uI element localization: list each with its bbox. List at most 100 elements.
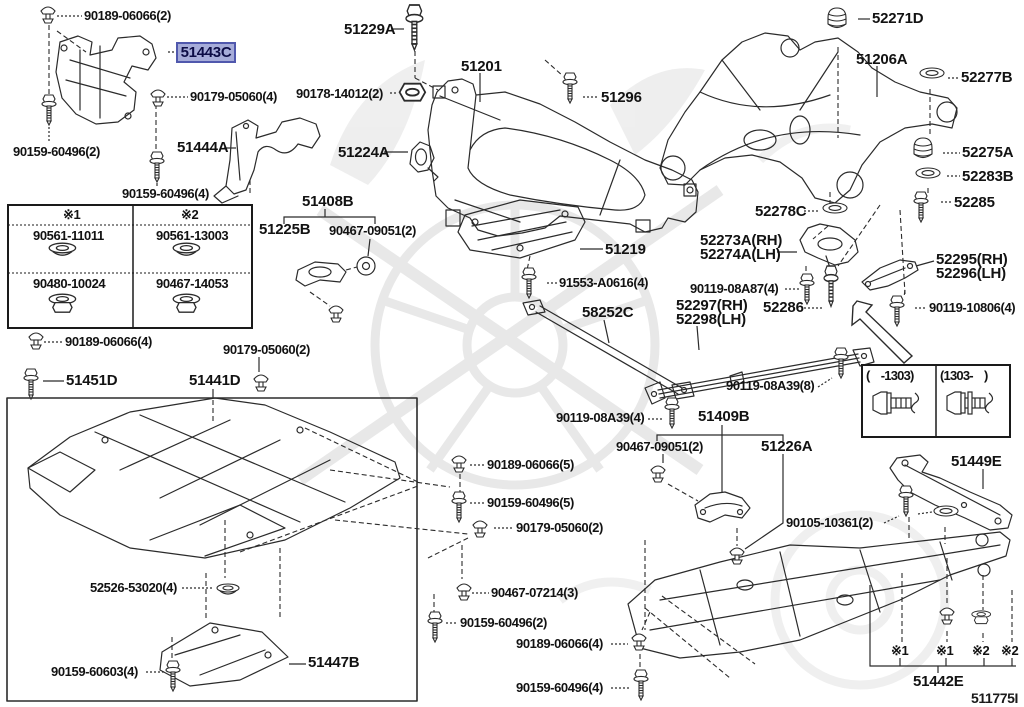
part-label-90467-09051[interactable]: 90467-09051(2): [616, 439, 703, 454]
part-label-52283b[interactable]: 52283B: [962, 168, 1014, 185]
part-label-51447b[interactable]: 51447B: [308, 654, 360, 671]
fitting-table-part[interactable]: 90480-10024: [33, 276, 106, 291]
part-label-91553-a0616[interactable]: 91553-A0616(4): [559, 275, 649, 290]
part-label-52278c[interactable]: 52278C: [755, 203, 807, 220]
part-label-51441d[interactable]: 51441D: [189, 372, 241, 389]
part-label-90105-10361[interactable]: 90105-10361(2): [786, 515, 873, 530]
bolt-icon: [833, 347, 849, 379]
footnote-ref-2: ※2: [1001, 643, 1019, 658]
bolt-icon: [633, 669, 649, 701]
part-label-52295-rh[interactable]: 52295(RH): [936, 251, 1008, 268]
part-label-90179-05060[interactable]: 90179-05060(2): [223, 342, 310, 357]
bolt-icon: [165, 660, 181, 692]
part-51447b[interactable]: [159, 622, 289, 687]
part-51443c[interactable]: [55, 35, 157, 125]
part-label-90119-08a39[interactable]: 90119-08A39(8): [726, 378, 815, 393]
part-51444a[interactable]: [213, 117, 321, 204]
part-51219[interactable]: [457, 199, 586, 259]
clip-icon: [472, 520, 488, 538]
part-label-90189-06066[interactable]: 90189-06066(5): [487, 457, 574, 472]
part-label-51225b[interactable]: 51225B: [259, 221, 311, 238]
part-label-52277b[interactable]: 52277B: [961, 69, 1013, 86]
part-51441d[interactable]: [6, 397, 418, 702]
part-label-52271d[interactable]: 52271D: [872, 10, 924, 27]
selected-part-label[interactable]: 51443C: [176, 42, 236, 63]
bolt-icon: [23, 368, 39, 400]
stud-bolt-icon: [405, 4, 424, 51]
fitting-table-part[interactable]: 90561-13003: [156, 228, 229, 243]
fitting-table-part[interactable]: 90561-11011: [33, 228, 104, 243]
bolt-icon: [41, 94, 57, 126]
part-58252c[interactable]: [522, 299, 695, 400]
part-label-90159-60603[interactable]: 90159-60603(4): [51, 664, 138, 679]
part-51201[interactable]: [427, 78, 699, 237]
part-51409b[interactable]: [694, 491, 751, 523]
part-52273a[interactable]: [799, 223, 859, 269]
clip-icon: [650, 465, 666, 483]
part-label-90119-08a87[interactable]: 90119-08A87(4): [690, 281, 779, 296]
part-label-52273a-rh[interactable]: 52273A(RH): [700, 232, 783, 249]
part-label-90178-14012[interactable]: 90178-14012(2): [296, 86, 383, 101]
fitting-table-header-2: ※2: [181, 207, 199, 222]
part-51442e[interactable]: [627, 531, 1011, 659]
bolt-table-grid: [861, 364, 1011, 438]
part-label-52297-rh[interactable]: 52297(RH): [676, 297, 748, 314]
part-label-90159-60496[interactable]: 90159-60496(2): [460, 615, 547, 630]
part-label-52274a-lh[interactable]: 52274A(LH): [700, 246, 781, 263]
part-label-51226a[interactable]: 51226A: [761, 438, 813, 455]
watermark-logo: [296, 60, 950, 690]
projection-lines: [48, 25, 1013, 679]
part-label-51201[interactable]: 51201: [461, 58, 502, 75]
bolt-icon: [427, 611, 443, 643]
grommet-icon: [356, 256, 376, 276]
part-51206a[interactable]: [659, 32, 958, 204]
part-label-52286[interactable]: 52286: [763, 299, 804, 316]
part-label-51219[interactable]: 51219: [605, 241, 646, 258]
part-label-51206a[interactable]: 51206A: [856, 51, 908, 68]
part-label-51296[interactable]: 51296: [601, 89, 642, 106]
part-label-90159-60496[interactable]: 90159-60496(4): [516, 680, 603, 695]
part-label-51442e[interactable]: 51442E: [913, 673, 964, 690]
part-label-90189-06066[interactable]: 90189-06066(4): [65, 334, 152, 349]
part-label-52526-53020[interactable]: 52526-53020(4): [90, 580, 177, 595]
part-label-52298-lh[interactable]: 52298(LH): [676, 311, 746, 328]
grommet-icon: [172, 242, 201, 256]
part-label-51444a[interactable]: 51444A: [177, 139, 229, 156]
part-label-51224a[interactable]: 51224A: [338, 144, 390, 161]
washer-icon: [822, 202, 848, 214]
part-label-90467-07214[interactable]: 90467-07214(3): [491, 585, 578, 600]
part-label-90159-60496[interactable]: 90159-60496(2): [13, 144, 100, 159]
part-51225b[interactable]: [295, 256, 376, 323]
part-label-52275a[interactable]: 52275A: [962, 144, 1014, 161]
part-label-51408b[interactable]: 51408B: [302, 193, 354, 210]
part-label-90189-06066[interactable]: 90189-06066(2): [84, 8, 171, 23]
part-52297[interactable]: [644, 347, 875, 405]
part-label-90159-60496[interactable]: 90159-60496(4): [122, 186, 209, 201]
part-label-51451d[interactable]: 51451D: [66, 372, 118, 389]
part-label-58252c[interactable]: 58252C: [582, 304, 634, 321]
nut-icon: [398, 82, 427, 102]
part-label-52296-lh[interactable]: 52296(LH): [936, 265, 1006, 282]
footnote-ref-2: ※2: [972, 643, 990, 658]
bolt-icon: [823, 265, 839, 308]
part-label-90179-05060[interactable]: 90179-05060(4): [190, 89, 277, 104]
part-51224a[interactable]: [409, 141, 439, 182]
part-label-51409b[interactable]: 51409B: [698, 408, 750, 425]
bolt-side-icon: [872, 391, 920, 415]
part-label-90467-09051[interactable]: 90467-09051(2): [329, 223, 416, 238]
part-label-90189-06066[interactable]: 90189-06066(4): [516, 636, 603, 651]
fitting-table-part[interactable]: 90467-14053: [156, 276, 229, 291]
part-label-90159-60496[interactable]: 90159-60496(5): [487, 495, 574, 510]
part-label-51449e[interactable]: 51449E: [951, 453, 1002, 470]
part-label-90119-08a39[interactable]: 90119-08A39(4): [556, 410, 645, 425]
part-label-51229a[interactable]: 51229A: [344, 21, 396, 38]
part-label-90179-05060[interactable]: 90179-05060(2): [516, 520, 603, 535]
clip-icon: [456, 583, 472, 601]
cushion-icon: [827, 7, 847, 29]
part-label-52285[interactable]: 52285: [954, 194, 995, 211]
washer-icon: [915, 167, 941, 179]
bolt-icon: [889, 295, 905, 327]
part-52295[interactable]: [861, 259, 919, 291]
part-label-90119-10806[interactable]: 90119-10806(4): [929, 300, 1016, 315]
